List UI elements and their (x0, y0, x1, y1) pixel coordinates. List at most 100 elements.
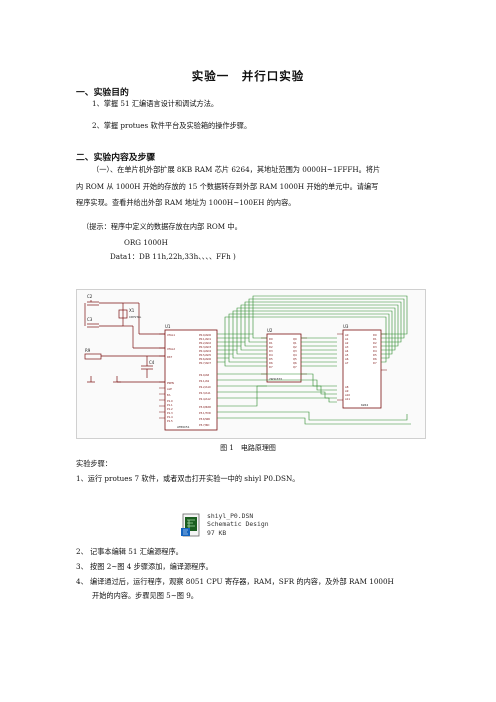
svg-text:P3.7/RD: P3.7/RD (199, 423, 209, 427)
svg-text:P1.1: P1.1 (167, 403, 173, 407)
step-3: 3、 按图 2~图 4 步骤添加，编译源程序。 (76, 562, 213, 571)
page-title: 实验一 并行口实验 (191, 69, 305, 83)
svg-text:D6: D6 (269, 361, 273, 365)
file-type: Schematic Design (207, 520, 269, 529)
svg-text:Q6: Q6 (293, 361, 297, 365)
step-4-line2: 开始的内容。步骤见图 5~图 9。 (92, 591, 198, 600)
label-u1: U1 (165, 324, 171, 329)
svg-text:EA: EA (167, 393, 171, 397)
svg-text:Q0: Q0 (293, 337, 297, 341)
label-74hc373: 74HC373 (269, 377, 282, 381)
hint-line: （提示：程序中定义的数据存放在内部 ROM 中。 (82, 222, 242, 231)
svg-text:D7: D7 (269, 365, 273, 369)
svg-text:A7: A7 (345, 361, 349, 365)
svg-text:D7: D7 (373, 361, 377, 365)
svg-text:P0.5/AD5: P0.5/AD5 (199, 353, 211, 357)
label-6264: 6264 (361, 403, 368, 407)
svg-text:D2: D2 (269, 345, 273, 349)
figure-caption: 图 1 电路原理图 (220, 444, 276, 452)
svg-text:D1: D1 (373, 337, 377, 341)
svg-text:D4: D4 (269, 353, 273, 357)
svg-text:D6: D6 (373, 357, 377, 361)
svg-text:P0.2/AD2: P0.2/AD2 (199, 341, 211, 345)
step-1: 1、运行 protues 7 软件，或者双击打开实验一中的 shiyl P0.D… (76, 474, 300, 483)
svg-text:RST: RST (167, 355, 172, 359)
svg-text:Q7: Q7 (293, 365, 297, 369)
svg-text:XTAL1: XTAL1 (167, 333, 175, 337)
file-size: 97 KB (207, 528, 227, 537)
svg-text:P3.6/WR: P3.6/WR (199, 417, 210, 421)
step-2: 2、 记事本编辑 51 汇编源程序。 (76, 547, 183, 556)
svg-text:A5: A5 (345, 353, 349, 357)
svg-text:Q5: Q5 (293, 357, 297, 361)
svg-text:P2.4/A12: P2.4/A12 (199, 397, 211, 401)
svg-text:A0: A0 (345, 333, 349, 337)
svg-text:P0.0/AD0: P0.0/AD0 (199, 333, 211, 337)
svg-text:A8: A8 (345, 385, 349, 389)
org-line: ORG 1000H (124, 238, 168, 247)
svg-text:A10: A10 (345, 393, 350, 397)
svg-text:A11: A11 (345, 397, 350, 401)
label-c2: C2 (87, 294, 93, 299)
label-r9: R9 (85, 348, 91, 353)
svg-text:P0.4/AD4: P0.4/AD4 (199, 349, 211, 353)
file-name: shiyl_P0.DSN (207, 512, 254, 520)
svg-text:P1.3: P1.3 (167, 411, 173, 415)
svg-text:D2: D2 (373, 341, 377, 345)
svg-text:P0.3/AD3: P0.3/AD3 (199, 345, 211, 349)
svg-text:A2: A2 (345, 341, 349, 345)
svg-text:P1.0: P1.0 (167, 399, 173, 403)
svg-text:P0.1/AD1: P0.1/AD1 (199, 337, 211, 341)
svg-text:P2.0/A8: P2.0/A8 (199, 373, 209, 377)
svg-text:P3.1/TXD: P3.1/TXD (199, 411, 211, 415)
steps-heading: 实验步骤： (76, 459, 112, 468)
svg-text:P1.4: P1.4 (167, 415, 173, 419)
label-c4: C4 (149, 360, 155, 365)
proteus-file-icon[interactable] (180, 512, 204, 538)
svg-text:XTAL2: XTAL2 (167, 347, 175, 351)
svg-text:P0.7/AD7: P0.7/AD7 (199, 361, 211, 365)
svg-text:A6: A6 (345, 357, 349, 361)
svg-text:P2.3/A11: P2.3/A11 (199, 391, 211, 395)
svg-text:D5: D5 (373, 353, 377, 357)
content-para-line2: 内 ROM 从 1000H 开始的存放的 15 个数据转存到外部 RAM 100… (76, 182, 379, 191)
svg-text:P1.5: P1.5 (167, 419, 173, 423)
label-8051: AT89C51 (177, 425, 190, 429)
label-c3: C3 (87, 317, 93, 322)
section2-heading: 二、实验内容及步骤 (76, 153, 156, 163)
content-para-line3: 程序实现。查看并给出外部 RAM 地址为 1000H~100EH 的内容。 (76, 198, 296, 207)
content-para-line1: （一）、在单片机外部扩展 8KB RAM 芯片 6264，其地址范围为 0000… (92, 165, 381, 174)
svg-text:D3: D3 (373, 345, 377, 349)
objective-item-1: 1、掌握 51 汇编语言设计和调试方法。 (92, 99, 219, 108)
file-info[interactable]: shiyl_P0.DSN Schematic Design 97 KB (207, 512, 269, 537)
svg-text:ALE: ALE (167, 387, 172, 391)
step-4-line1: 4、 编译通过后，运行程序，观察 8051 CPU 寄存器，RAM，SFR 的内… (76, 577, 394, 586)
svg-text:D5: D5 (269, 357, 273, 361)
svg-text:A4: A4 (345, 349, 349, 353)
svg-text:D0: D0 (269, 337, 273, 341)
data-line: Data1：DB 11h,22h,33h、、、、FFh ) (110, 252, 236, 261)
svg-text:A1: A1 (345, 337, 349, 341)
svg-text:Q4: Q4 (293, 353, 297, 357)
svg-text:P1.2: P1.2 (167, 407, 173, 411)
objective-item-2: 2、掌握 protues 软件平台及实验箱的操作步骤。 (92, 121, 252, 130)
svg-text:P3.0/RXD: P3.0/RXD (199, 405, 211, 409)
svg-text:D1: D1 (269, 341, 273, 345)
label-crystal: CRYSTAL (129, 315, 142, 319)
svg-text:P2.1/A9: P2.1/A9 (199, 379, 209, 383)
svg-text:D3: D3 (269, 349, 273, 353)
svg-text:PSEN: PSEN (167, 381, 174, 385)
label-u3: U3 (343, 324, 349, 329)
svg-text:D4: D4 (373, 349, 377, 353)
svg-text:A9: A9 (345, 389, 349, 393)
svg-text:Q1: Q1 (293, 341, 297, 345)
label-u2: U2 (267, 328, 273, 333)
svg-text:A3: A3 (345, 345, 349, 349)
dsn-file-icon (181, 513, 200, 537)
svg-text:Q3: Q3 (293, 349, 297, 353)
label-x1: X1 (129, 308, 135, 313)
svg-text:Q2: Q2 (293, 345, 297, 349)
svg-text:P0.6/AD6: P0.6/AD6 (199, 357, 211, 361)
